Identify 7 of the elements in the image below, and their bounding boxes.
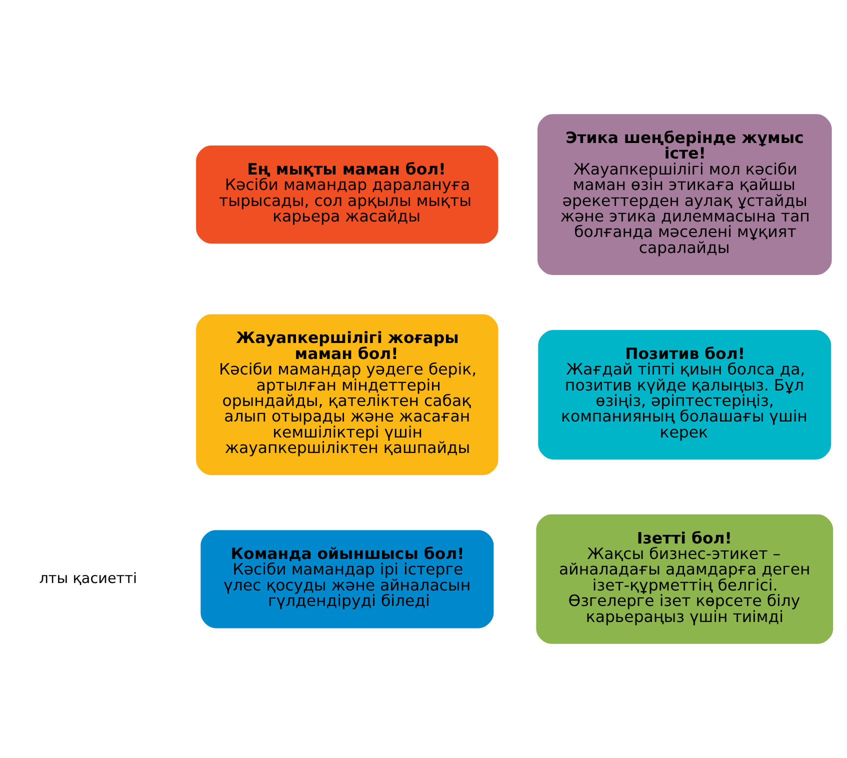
node-box: Этика шеңберінде жұмыс істе! Жауапкершілігі мол кәсіби маман өзін этикаға қайшы әрекеттерден аулақ ұстайды және этика дилеммасына тап болғанда мәселені мұқият саралайды bbox=[536, 112, 833, 276]
node-box: Ең мықты маман бол! Кәсіби мамандар даралануға тырысады, сол арқылы мықты карьера жасайды bbox=[194, 144, 500, 245]
node-box: Жауапкершілігі жоғары маман бол! Кәсіби мамандар уәдеге берік, артылған міндеттерін орындайды, қателіктен сабақ алып отырады және жасаған кемшіліктері үшін жауапкершіліктен қашпайды bbox=[194, 312, 500, 476]
node-box: Позитив бол! Жағдай тіпті қиын болса да, позитив күйде қалыңыз. Бұл өзіңіз, әріптестеріңіз, компанияның болашағы үшін керек bbox=[536, 328, 832, 461]
node-box: Ізетті бол! Жақсы бизнес-этикет – айналадағы адамдарға деген ізет-құрметтің белгісі. Өзгелерге ізет көрсете білу карьераңыз үшін тиімді bbox=[534, 513, 834, 646]
label: лты қасиетті bbox=[38, 570, 137, 587]
node-box: Команда ойыншысы бол! Кәсіби мамандар ірі істерге үлес қосуды және айналасын гүлдендіруді біледі bbox=[198, 528, 494, 630]
